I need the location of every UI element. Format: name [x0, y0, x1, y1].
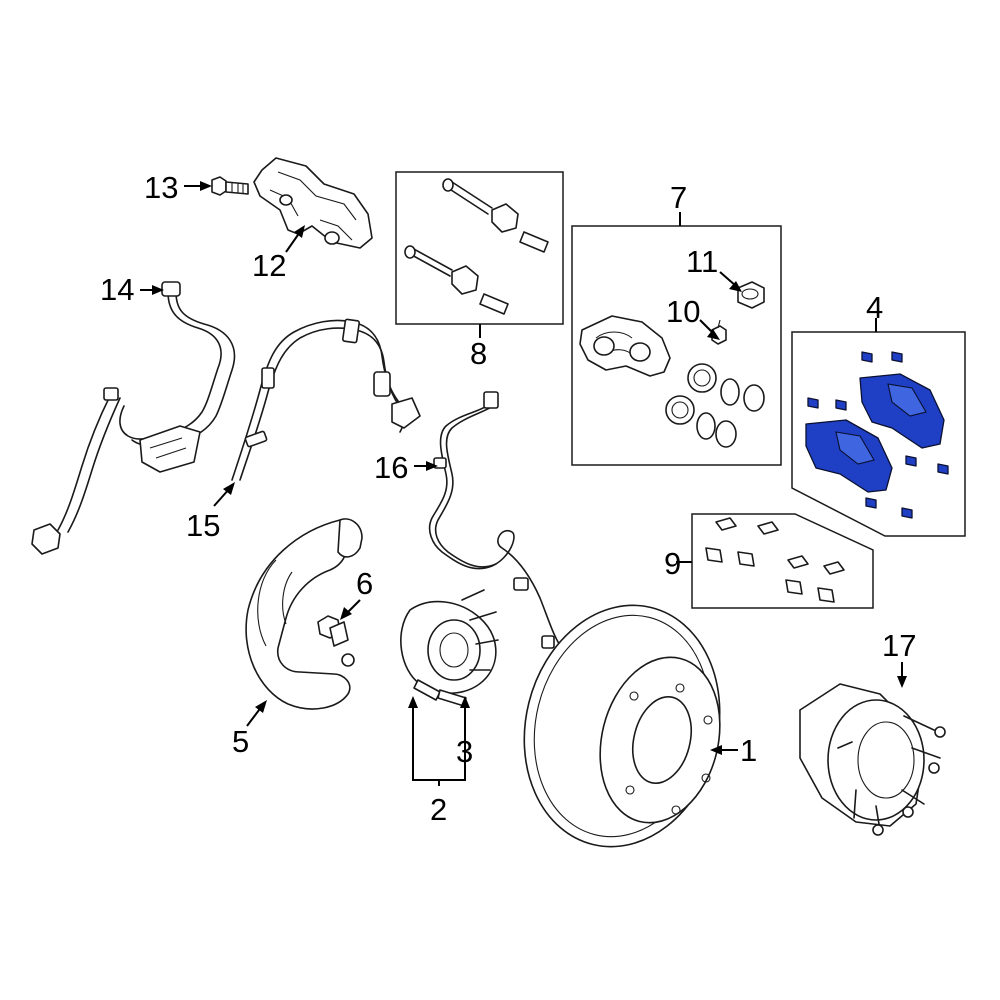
- part-16-abs-sensor[interactable]: [428, 391, 563, 649]
- callout-8: 8: [470, 336, 487, 371]
- part-9-box: [691, 513, 874, 609]
- callout-14: 14: [100, 272, 134, 307]
- part-11-dust-cap[interactable]: [737, 281, 765, 309]
- callout-10: 10: [666, 294, 700, 329]
- callout-2: 2: [430, 792, 447, 827]
- part-7-caliper-assembly[interactable]: [571, 225, 782, 466]
- part-5-dust-shield[interactable]: [245, 518, 363, 710]
- part-13-bolt[interactable]: [211, 176, 249, 196]
- part-4-box: [791, 331, 966, 537]
- callout-3: 3: [456, 734, 473, 769]
- callout-15: 15: [186, 508, 220, 543]
- callout-12: 12: [252, 248, 286, 283]
- callout-6: 6: [356, 566, 373, 601]
- callout-17: 17: [882, 628, 916, 663]
- part-17-hub-assembly[interactable]: [799, 683, 946, 836]
- part-15-brake-line[interactable]: [231, 318, 421, 481]
- callout-13: 13: [144, 170, 178, 205]
- callout-1: 1: [740, 733, 757, 768]
- callout-9: 9: [664, 546, 681, 581]
- part-10-bleeder-screw[interactable]: [711, 319, 727, 345]
- callout-5: 5: [232, 724, 249, 759]
- part-2-hub-bearing[interactable]: [400, 589, 499, 707]
- part-7-box: [571, 225, 782, 466]
- part-4-brake-pad-set[interactable]: [791, 331, 966, 537]
- part-12-caliper-bracket[interactable]: [253, 157, 373, 249]
- callout-7: 7: [670, 180, 687, 215]
- callout-11: 11: [686, 244, 718, 279]
- callout-4: 4: [866, 290, 883, 325]
- part-1-brake-rotor[interactable]: [499, 584, 744, 867]
- part-9-pad-clip-kit[interactable]: [691, 513, 874, 609]
- part-8-guide-pin-kit[interactable]: [395, 171, 564, 325]
- callout-16: 16: [374, 450, 408, 485]
- part-14-brake-hose[interactable]: [31, 281, 236, 555]
- part-6-bolt[interactable]: [317, 615, 349, 647]
